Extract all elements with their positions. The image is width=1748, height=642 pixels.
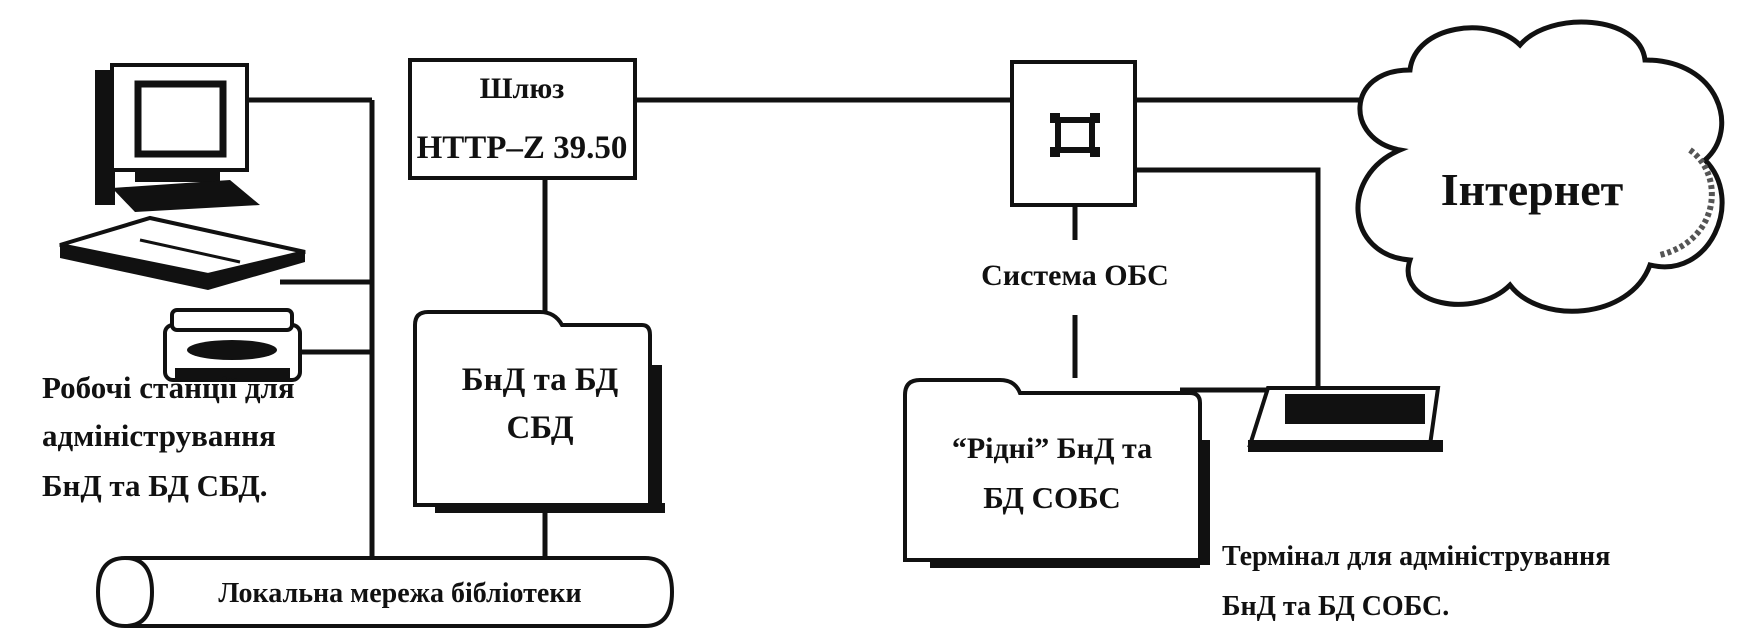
computer-icon (95, 65, 260, 212)
obs-system-box (1012, 62, 1135, 205)
sbd-folder-line-1: БнД та БД (462, 362, 619, 398)
workstations-label-line-1: Робочі станції для (42, 370, 295, 405)
terminal-label-line-1: Термінал для адміністрування (1222, 541, 1610, 572)
terminal-label: Термінал для адміністрування БнД та БД С… (1222, 541, 1617, 622)
native-folder-line-1: “Рідні” БнД та (952, 432, 1152, 465)
native-database-folder: “Рідні” БнД та БД СОБС (905, 380, 1210, 568)
internet-cloud: Інтернет (1358, 22, 1722, 311)
scanner-icon (60, 218, 305, 290)
gateway-title: Шлюз (480, 72, 565, 105)
gateway-protocol: HTTP–Z 39.50 (417, 130, 628, 166)
obs-system-label: Система ОБС (981, 259, 1169, 292)
lan-cylinder: Локальна мережа бібліотеки (98, 558, 672, 626)
terminal-label-line-2: БнД та БД СОБС. (1222, 591, 1449, 622)
workstations-label-line-3: БнД та БД СБД. (42, 468, 267, 503)
workstations-label-line-2: адміністрування (42, 418, 276, 453)
native-folder-line-2: БД СОБС (983, 480, 1121, 515)
internet-label: Інтернет (1441, 164, 1624, 215)
terminal-icon (1248, 388, 1443, 452)
gateway-box: Шлюз HTTP–Z 39.50 (410, 60, 635, 178)
lan-label: Локальна мережа бібліотеки (218, 578, 581, 609)
workstations-label: Робочі станції для адміністрування БнД т… (42, 370, 302, 503)
sbd-folder-line-2: СБД (506, 410, 573, 446)
sbd-database-folder: БнД та БД СБД (415, 312, 665, 513)
